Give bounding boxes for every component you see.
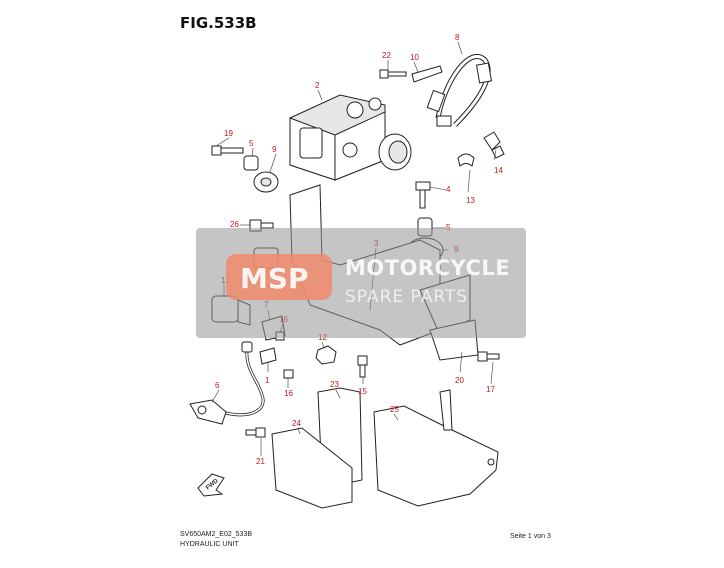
bolt-15: [357, 355, 368, 378]
clamp-1: [259, 347, 277, 365]
callout-26: 26: [230, 220, 239, 229]
callout-1: 1: [265, 376, 270, 385]
callout-22: 22: [382, 51, 391, 60]
brake-hose-assembly: [411, 54, 493, 127]
cover-25: [373, 389, 499, 507]
figure-title: FIG.533B: [180, 14, 257, 32]
bolt-21: [245, 427, 266, 438]
callout-23: 23: [330, 380, 339, 389]
callout-13: 13: [466, 196, 475, 205]
callout-4: 4: [446, 185, 451, 194]
callout-19: 19: [224, 129, 233, 138]
callout-10: 10: [410, 53, 419, 62]
bolt-19: [211, 145, 244, 156]
callout-15: 15: [358, 387, 367, 396]
figure-caption: HYDRAULIC UNIT: [180, 541, 239, 548]
callout-2: 2: [315, 81, 320, 90]
forward-arrow: FWD: [197, 473, 225, 497]
nut-12: [315, 345, 337, 365]
hose-clamps: [457, 131, 505, 167]
cover-24: [271, 427, 353, 509]
callout-14: 14: [494, 166, 503, 175]
watermark-line-1: MOTORCYCLE: [345, 256, 511, 280]
spacer-5-left: [243, 155, 259, 171]
grommet-9-left: [253, 171, 279, 193]
callout-6: 6: [215, 381, 220, 390]
page-indicator: Seite 1 von 3: [510, 533, 551, 540]
bolt-17: [477, 351, 500, 362]
callout-9-left: 9: [272, 145, 277, 154]
hydraulic-unit: [289, 94, 412, 181]
model-code: SV650AM2_E02_533B: [180, 531, 252, 538]
callout-21: 21: [256, 457, 265, 466]
bolt-22: [379, 69, 407, 79]
watermark-logo: MSP: [226, 254, 332, 300]
callout-20: 20: [455, 376, 464, 385]
bolt-16-lower: [283, 369, 294, 379]
callout-16-lower: 16: [284, 389, 293, 398]
watermark-line-2: SPARE PARTS: [345, 287, 469, 307]
callout-5-left: 5: [249, 139, 254, 148]
watermark-logo-letters: MSP: [240, 262, 309, 295]
callout-5-right: 5: [446, 223, 451, 232]
bolt-4: [415, 181, 431, 209]
callout-17: 17: [486, 385, 495, 394]
callout-25: 25: [390, 405, 399, 414]
callout-8: 8: [455, 33, 460, 42]
wheel-speed-sensor-6: [189, 341, 265, 425]
callout-24: 24: [292, 419, 301, 428]
